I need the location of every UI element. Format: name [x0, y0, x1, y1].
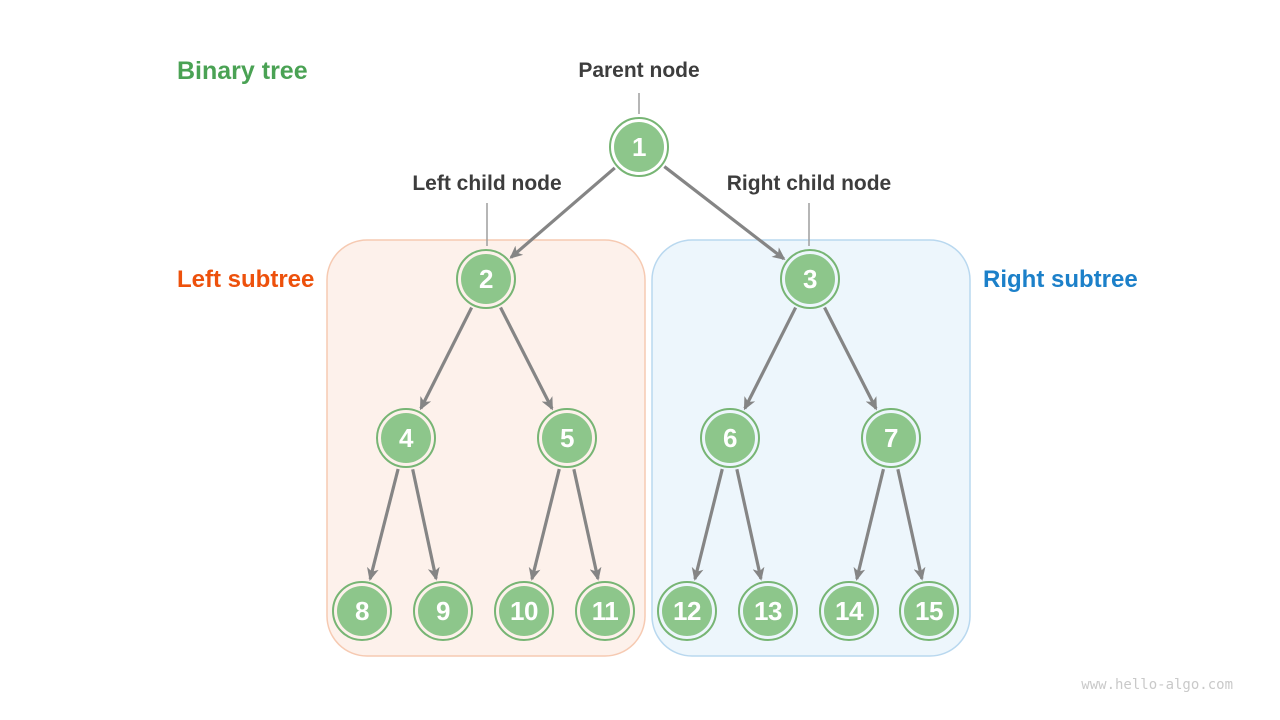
node-value: 10 — [510, 596, 538, 626]
tree-node-12: 12 — [657, 581, 717, 641]
right-child-node-label: Right child node — [726, 172, 892, 195]
node-value: 15 — [915, 596, 943, 626]
node-value: 9 — [436, 596, 450, 626]
tree-edge-5-11 — [572, 468, 602, 581]
left-child-node-label: Left child node — [412, 172, 562, 195]
tree-node-5: 5 — [537, 408, 597, 468]
node-value: 14 — [835, 596, 863, 626]
tree-edge-4-9 — [411, 468, 440, 581]
watermark: www.hello-algo.com — [1081, 677, 1233, 693]
tree-edge-1-2 — [509, 166, 616, 259]
node-value: 4 — [399, 423, 413, 453]
tree-node-10: 10 — [494, 581, 554, 641]
node-value: 13 — [754, 596, 782, 626]
right-subtree-box — [651, 239, 971, 657]
node-value: 8 — [355, 596, 369, 626]
tree-node-4: 4 — [376, 408, 436, 468]
node-value: 5 — [560, 423, 574, 453]
tree-node-7: 7 — [861, 408, 921, 468]
tree-node-2: 2 — [456, 249, 516, 309]
tree-node-3: 3 — [780, 249, 840, 309]
tree-edge-3-6 — [743, 306, 798, 411]
tree-edge-3-7 — [823, 306, 878, 411]
node-value: 2 — [479, 264, 493, 294]
tree-edge-6-13 — [735, 468, 765, 581]
tree-edge-2-4 — [419, 306, 474, 411]
tree-edge-7-15 — [896, 468, 926, 581]
left-subtree-label: Left subtree — [177, 266, 315, 293]
tree-node-13: 13 — [738, 581, 798, 641]
node-value: 6 — [723, 423, 737, 453]
parent-node-label: Parent node — [578, 59, 700, 82]
right-subtree-label: Right subtree — [983, 266, 1138, 293]
tree-edge-1-3 — [663, 165, 786, 261]
tree-node-11: 11 — [575, 581, 635, 641]
tree-node-8: 8 — [332, 581, 392, 641]
node-value: 1 — [632, 132, 646, 162]
tree-edge-5-10 — [528, 468, 561, 581]
node-value: 11 — [591, 596, 619, 626]
tree-node-15: 15 — [899, 581, 959, 641]
tree-edge-7-14 — [853, 468, 886, 581]
tree-node-14: 14 — [819, 581, 879, 641]
tree-edge-4-8 — [367, 468, 400, 581]
diagram-title: Binary tree — [177, 57, 308, 85]
node-value: 12 — [673, 596, 701, 626]
tree-node-9: 9 — [413, 581, 473, 641]
node-value: 3 — [803, 264, 817, 294]
tree-edge-6-12 — [691, 468, 724, 581]
left-subtree-box — [326, 239, 646, 657]
tree-node-1: 1 — [609, 117, 669, 177]
tree-node-6: 6 — [700, 408, 760, 468]
tree-edge-2-5 — [499, 306, 554, 411]
node-value: 7 — [884, 423, 898, 453]
